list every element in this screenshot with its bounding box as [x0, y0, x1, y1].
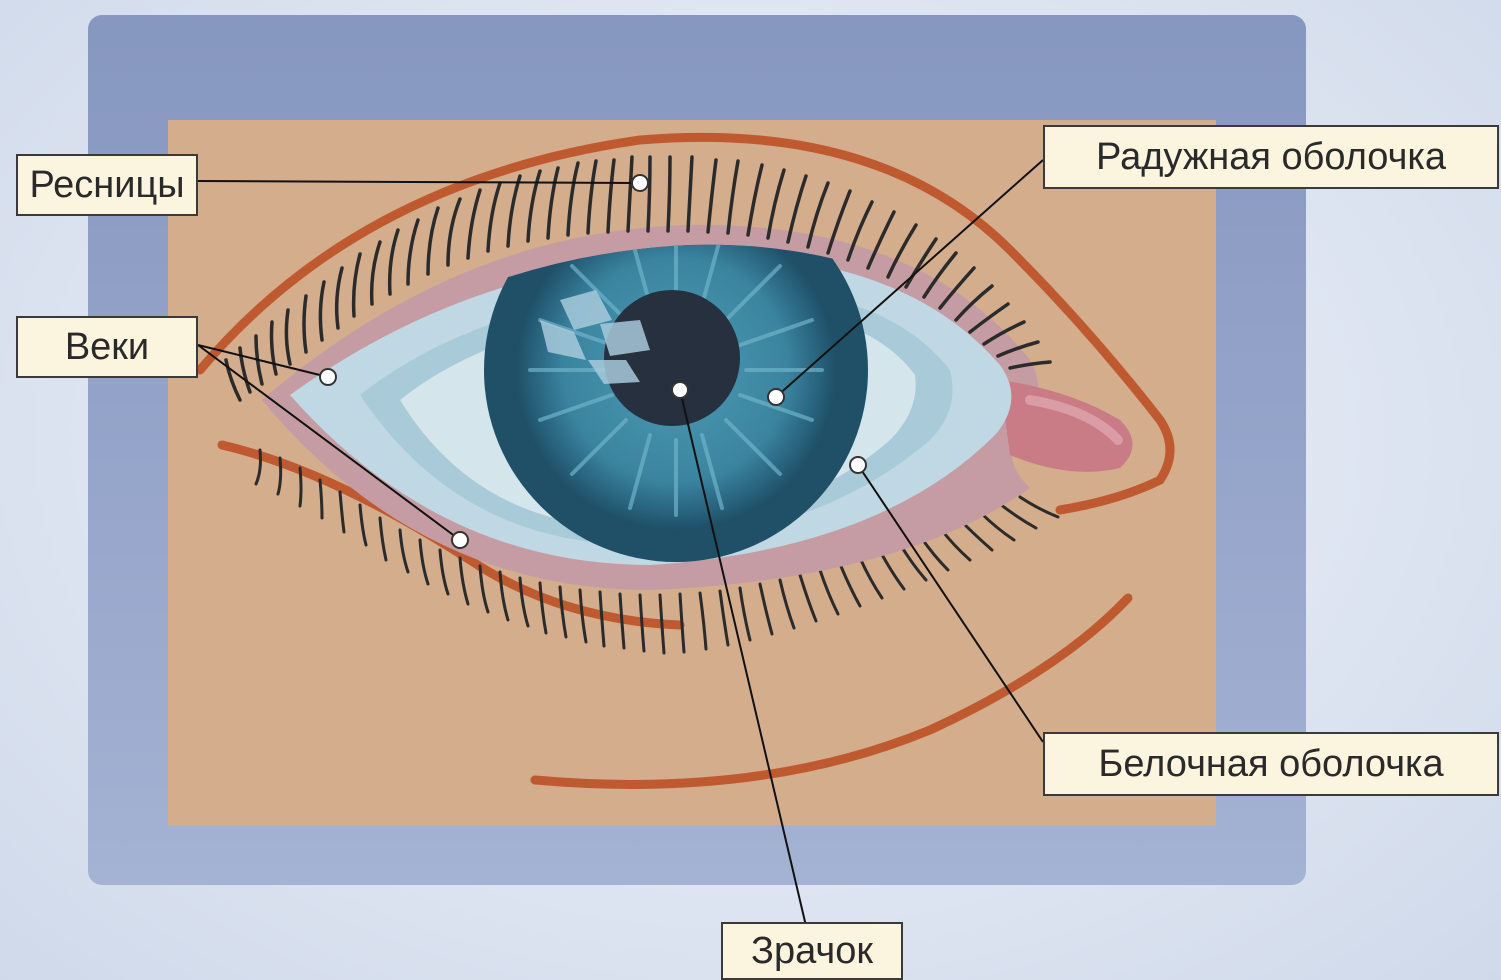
pupil — [604, 290, 740, 426]
label-iris: Радужная оболочка — [1043, 125, 1499, 189]
label-pupil-text: Зрачок — [751, 930, 873, 973]
label-eyelids: Веки — [16, 316, 198, 378]
marker-eyelashes — [632, 175, 648, 191]
marker-iris — [768, 389, 784, 405]
marker-eyelids-upper — [320, 369, 336, 385]
label-sclera-text: Белочная оболочка — [1098, 743, 1443, 786]
label-pupil: Зрачок — [721, 922, 903, 980]
label-eyelashes-text: Ресницы — [29, 164, 184, 207]
marker-pupil — [672, 382, 688, 398]
label-eyelashes: Ресницы — [16, 154, 198, 216]
label-eyelids-text: Веки — [65, 326, 149, 369]
label-sclera: Белочная оболочка — [1043, 732, 1499, 796]
marker-eyelids-lower — [452, 532, 468, 548]
label-iris-text: Радужная оболочка — [1096, 136, 1446, 179]
marker-sclera — [850, 457, 866, 473]
